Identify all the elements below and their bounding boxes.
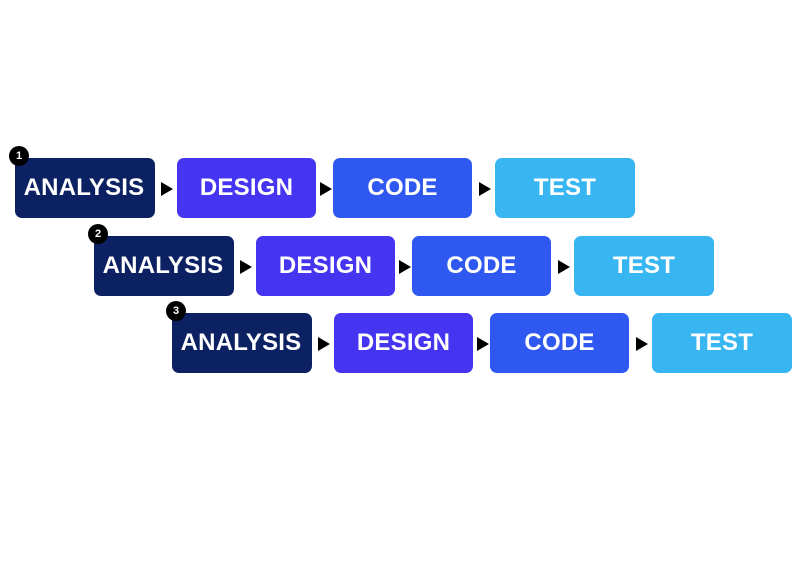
stage-label: CODE [524, 329, 595, 356]
arrow-right-icon [477, 337, 489, 351]
iteration-number-badge: 1 [9, 146, 29, 166]
stage-label: DESIGN [199, 174, 294, 201]
arrow-right-icon [320, 182, 332, 196]
stage-label: CODE [367, 174, 438, 201]
arrow-right-icon [636, 337, 648, 351]
arrow-right-icon [479, 182, 491, 196]
stage-analysis: ANALYSIS [94, 236, 234, 296]
stage-label: ANALYSIS [180, 329, 302, 356]
stage-design: DESIGN [334, 313, 473, 373]
stage-analysis: ANALYSIS [172, 313, 312, 373]
stage-test: TEST [652, 313, 792, 373]
iteration-number-badge: 2 [88, 224, 108, 244]
stage-code: CODE [333, 158, 472, 218]
stage-design: DESIGN [256, 236, 395, 296]
iteration-row-1: 1 ANALYSIS DESIGN CODE TEST [9, 146, 635, 220]
iteration-row-2: 2 ANALYSIS DESIGN CODE TEST [88, 224, 714, 298]
stage-label: TEST [533, 174, 597, 201]
stage-test: TEST [574, 236, 714, 296]
stage-label: DESIGN [278, 252, 373, 279]
arrow-right-icon [240, 260, 252, 274]
stage-label: ANALYSIS [23, 174, 145, 201]
stage-code: CODE [490, 313, 629, 373]
arrow-right-icon [558, 260, 570, 274]
stage-code: CODE [412, 236, 551, 296]
iteration-number-badge: 3 [166, 301, 186, 321]
stage-test: TEST [495, 158, 635, 218]
stage-design: DESIGN [177, 158, 316, 218]
stage-label: TEST [612, 252, 676, 279]
stage-label: TEST [690, 329, 754, 356]
arrow-right-icon [318, 337, 330, 351]
arrow-right-icon [161, 182, 173, 196]
stage-label: ANALYSIS [102, 252, 224, 279]
stage-analysis: ANALYSIS [15, 158, 155, 218]
arrow-right-icon [399, 260, 411, 274]
stage-label: CODE [446, 252, 517, 279]
iteration-row-3: 3 ANALYSIS DESIGN CODE TEST [166, 301, 792, 375]
stage-label: DESIGN [356, 329, 451, 356]
